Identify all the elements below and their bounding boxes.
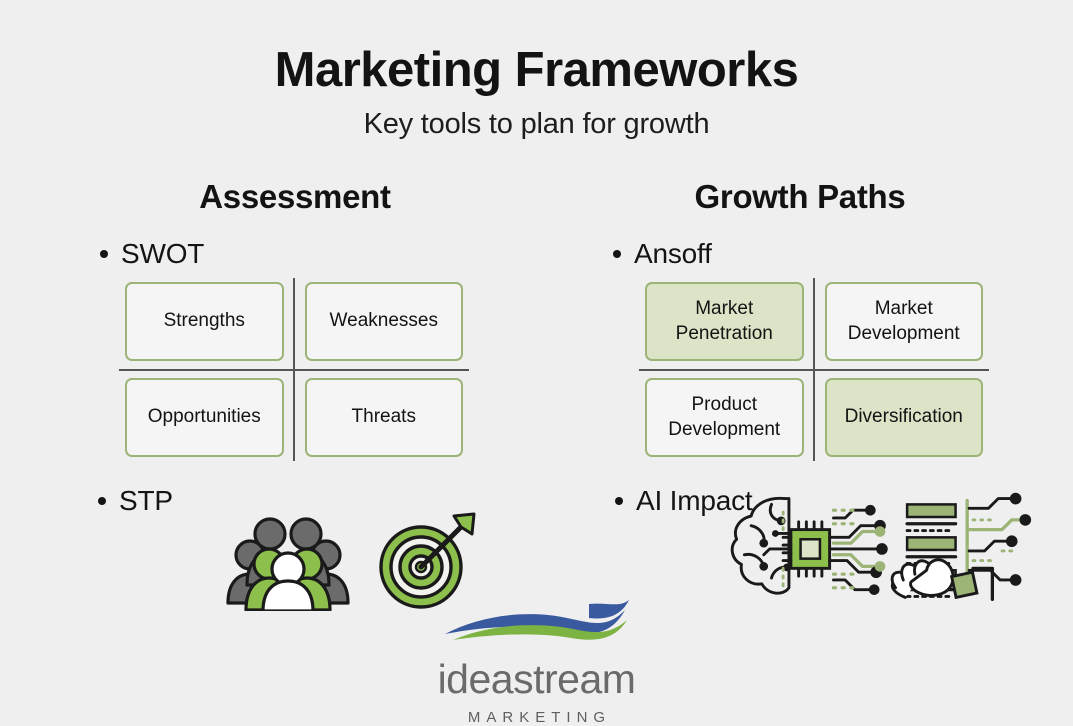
swot-cell-weaknesses: Weaknesses (304, 282, 463, 361)
page-title: Marketing Frameworks (274, 43, 799, 97)
robot-hand-cuff (949, 570, 979, 600)
column-assessment: Assessment SWOT Strengths Weaknesses Opp… (60, 178, 530, 611)
bullet-item-stp: STP (98, 485, 530, 517)
brand-logo: ideastream MARKETING (0, 596, 1073, 726)
logo-tagline: MARKETING (467, 709, 612, 726)
bullet-label-ai-impact: AI Impact (636, 485, 753, 516)
ansoff-cell-product-development: Product Development (645, 378, 804, 457)
bullet-dot-icon (98, 497, 106, 505)
ansoff-matrix: Market Penetration Market Development Pr… (639, 278, 989, 461)
ai-icon-row (725, 489, 1035, 607)
stp-icon-row (225, 511, 530, 611)
logo-wordmark: ideastream (437, 656, 636, 702)
bullet-label-ansoff: Ansoff (634, 238, 712, 269)
bullet-dot-icon (613, 250, 621, 258)
target-bullseye-icon (379, 512, 476, 609)
ansoff-divider-horizontal (639, 368, 989, 371)
brain-circuit-icon (730, 492, 1032, 601)
people-group-icon (226, 517, 350, 611)
column-heading-assessment: Assessment (199, 178, 391, 215)
bullet-item-ai-impact: AI Impact (615, 485, 1035, 517)
bullet-dot-icon (100, 250, 108, 258)
bullet-item-swot: SWOT (100, 238, 530, 270)
robot-hand-icon (890, 558, 955, 599)
wave-swoosh-icon (444, 600, 629, 640)
ansoff-cell-diversification: Diversification (824, 378, 983, 457)
ansoff-divider-vertical (813, 278, 815, 461)
column-heading-growth-paths: Growth Paths (694, 178, 906, 215)
ansoff-cell-market-penetration: Market Penetration (645, 282, 804, 361)
column-growth-paths: Growth Paths Ansoff Market Penetration M… (565, 178, 1035, 607)
swot-divider-horizontal (119, 368, 469, 371)
bullet-label-swot: SWOT (121, 238, 205, 269)
swot-cell-strengths: Strengths (125, 282, 284, 361)
swot-divider-vertical (293, 278, 295, 461)
bullet-item-ansoff: Ansoff (613, 238, 1035, 270)
swot-cell-threats: Threats (304, 378, 463, 457)
swot-matrix: Strengths Weaknesses Opportunities Threa… (119, 278, 469, 461)
header: Marketing Frameworks Key tools to plan f… (0, 43, 1073, 141)
cpu-chip-icon (781, 520, 832, 578)
page-subtitle: Key tools to plan for growth (363, 107, 710, 140)
swot-cell-opportunities: Opportunities (125, 378, 284, 457)
bullet-dot-icon (615, 497, 623, 505)
ansoff-cell-market-development: Market Development (824, 282, 983, 361)
bullet-label-stp: STP (119, 485, 173, 516)
